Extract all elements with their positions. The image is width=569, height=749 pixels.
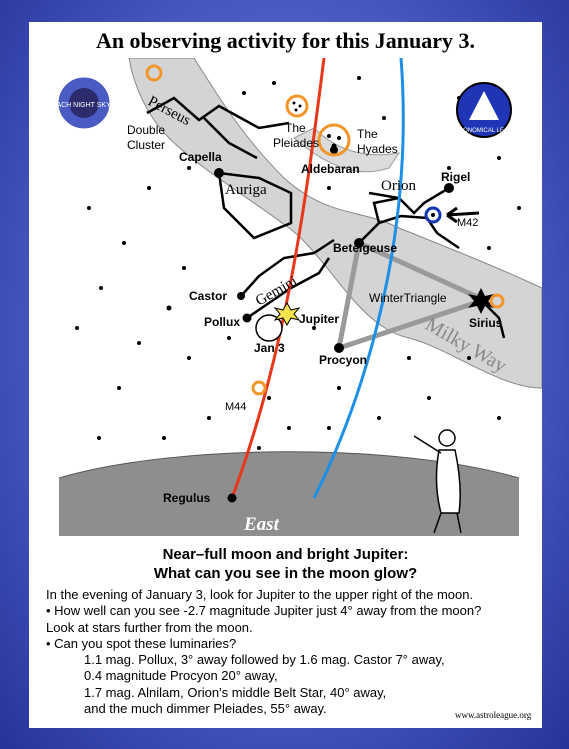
observer-figure <box>413 429 462 534</box>
m42-ring <box>424 206 442 224</box>
label-rigel: Rigel <box>441 170 470 184</box>
label-procyon: Procyon <box>319 353 367 367</box>
jupiter-path <box>230 58 326 499</box>
m42-arrow <box>446 206 480 224</box>
list-item: and the much dimmer Pleiades, 55° away. <box>84 701 327 717</box>
star-procyon <box>334 343 344 353</box>
activity-heading: Near–full moon and bright Jupiter: What … <box>153 546 418 582</box>
hyades-ring <box>317 123 351 157</box>
list-item: 0.4 magnitude Procyon 20° away, <box>84 668 278 684</box>
body-line: In the evening of January 3, look for Ju… <box>46 587 474 602</box>
label-betelgeuse: Betelgeuse <box>333 241 397 255</box>
label-regulus: Regulus <box>163 491 211 505</box>
star-sirius <box>468 288 494 314</box>
label-orion: Orion <box>381 178 416 194</box>
label-double: Double <box>127 123 165 137</box>
label-pollux: Pollux <box>204 315 240 329</box>
label-east: East <box>243 514 280 535</box>
orion-lines <box>368 186 450 215</box>
pleiades-ring <box>285 94 309 118</box>
label-hyades-the: The <box>357 127 378 141</box>
star-aldebaran <box>330 146 338 154</box>
label-winter-triangle: WinterTriangle <box>369 291 447 305</box>
label-gemini: Gemini <box>253 273 300 309</box>
moon <box>255 314 283 342</box>
content-panel <box>29 22 542 728</box>
star-betelgeuse <box>354 238 364 248</box>
horizon-line <box>58 451 520 479</box>
double-cluster-ring <box>145 64 163 82</box>
list-item: 1.7 mag. Alnilam, Orion's middle Belt St… <box>84 684 387 700</box>
milky-way-band <box>128 58 542 389</box>
star-capella <box>214 168 224 178</box>
perseus-lines-2 <box>203 117 258 160</box>
auriga-lines <box>217 171 293 240</box>
label-moon: Jan 3 <box>254 341 285 355</box>
label-m42: M42 <box>457 217 478 229</box>
horizon-ground <box>59 451 519 536</box>
footer-url[interactable]: www.astroleague.org <box>455 710 532 720</box>
svg-text:OUTREACH NIGHT SKY TOOLS: OUTREACH NIGHT SKY TOOLS <box>32 102 136 109</box>
label-castor: Castor <box>189 289 227 303</box>
label-m44: M44 <box>225 401 246 413</box>
hyades-stars <box>327 134 341 149</box>
moon-path <box>312 58 405 499</box>
body-line: Look at stars further from the moon. <box>46 619 253 635</box>
label-sirius: Sirius <box>469 316 503 330</box>
pleiades-stars <box>292 101 302 112</box>
m44-ring <box>251 380 267 396</box>
star-castor <box>237 292 245 300</box>
star-rigel <box>444 183 454 193</box>
label-hyades: Hyades <box>357 142 398 156</box>
label-pleiades: Pleiades <box>273 136 319 150</box>
page-title: An observing activity for this January 3… <box>95 28 476 53</box>
label-capella: Capella <box>179 150 222 164</box>
orion-lines-2 <box>358 214 460 250</box>
m42-core <box>431 213 435 217</box>
star-regulus <box>227 493 237 503</box>
body-line: • How well can you see -2.7 magnitude Ju… <box>46 603 482 619</box>
outreach-logo: OUTREACH NIGHT SKY TOOLS <box>32 74 136 132</box>
gemini-lines <box>240 238 335 297</box>
sirius-ring <box>489 293 505 309</box>
list-item: 1.1 mag. Pollux, 3° away followed by 1.6… <box>84 652 445 668</box>
activity-body: In the evening of January 3, look for Ju… <box>46 587 536 717</box>
orion-lines-3 <box>372 196 400 224</box>
svg-text:ASTRONOMICAL LEAGUE: ASTRONOMICAL LEAGUE <box>447 128 521 134</box>
label-cluster: Cluster <box>127 138 165 152</box>
astroleague-logo: ASTRONOMICAL LEAGUE <box>447 82 521 138</box>
label-jupiter: Jupiter <box>299 312 339 326</box>
jupiter-marker <box>273 301 301 327</box>
body-line: • Can you spot these luminaries? <box>46 635 237 651</box>
label-auriga: Auriga <box>225 182 267 198</box>
background-stars <box>75 76 521 450</box>
perseus-lines <box>146 96 290 130</box>
label-aldebaran: Aldebaran <box>301 162 360 176</box>
winter-triangle <box>335 239 491 352</box>
star-map: OUTREACH NIGHT SKY TOOLS ASTRONOMICAL LE… <box>32 58 542 536</box>
star-pollux <box>242 313 252 323</box>
label-pleiades-the: The <box>285 121 306 135</box>
